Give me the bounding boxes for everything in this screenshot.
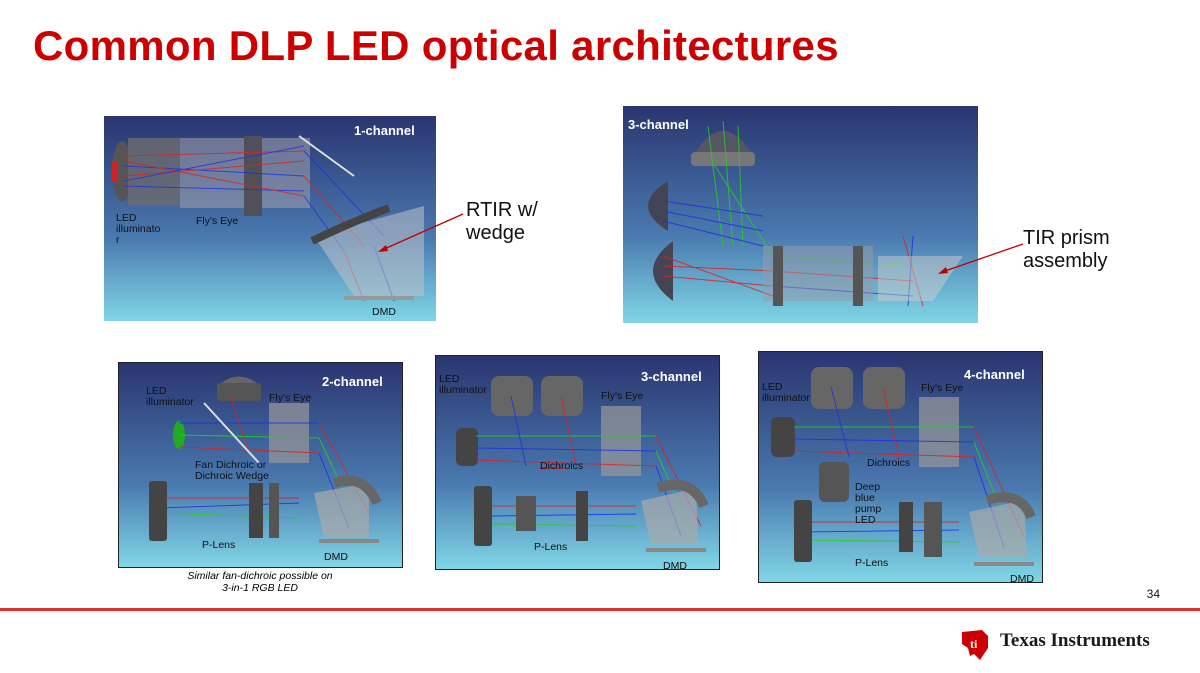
flys-eye-label: Fly's Eye [269,392,312,404]
svg-text:ti: ti [970,637,978,651]
channel-label: 3-channel [628,117,689,132]
channel-label: 4-channel [964,367,1025,382]
diagram-2-channel-drawing [119,363,402,567]
channel-label: 1-channel [354,123,415,138]
dmd-label: DMD [1010,573,1034,583]
diagram-3-channel-bottom-drawing [436,356,719,569]
led-label: LED illuminator [762,381,810,404]
diagram-4-channel: 4-channel LED illuminator Fly's Eye Dich… [758,351,1043,583]
plens-label: P-Lens [202,539,236,551]
diagram-3-channel-top: 3-channel [623,106,978,323]
brand-name: Texas Instruments [1000,630,1150,651]
tir-callout: TIR prism assembly [1023,227,1110,272]
diagram-2-channel: 2-channel LED illuminator Fly's Eye Fan … [118,362,403,568]
dmd-label: DMD [324,551,348,563]
tir-arrow [938,243,1024,274]
dichroics-label: Dichroics [540,460,584,472]
rtir-arrow [378,213,464,252]
slide-title: Common DLP LED optical architectures [33,22,839,69]
fan-dichroic-caption: Similar fan-dichroic possible on 3-in-1 … [187,570,333,594]
diagram-1-channel-drawing [104,116,436,321]
flys-eye-label: Fly's Eye [601,390,644,402]
diagram-4-channel-drawing [759,352,1042,582]
plens-label: P-Lens [534,541,568,553]
diagram-3-channel-top-drawing [623,106,978,323]
footer-divider [0,608,1200,611]
dichroics-label: Dichroics [867,457,911,469]
led-label: LED illuminato r [116,212,161,246]
channel-label: 2-channel [322,374,383,389]
flys-eye-label: Fly's Eye [196,215,239,227]
rtir-callout: RTIR w/ wedge [466,199,538,244]
dmd-label: DMD [372,306,396,318]
diagram-1-channel: 1-channel LED illuminato r Fly's Eye DMD [104,116,436,321]
led-label: LED illuminator [439,373,487,396]
diagram-3-channel-bottom: 3-channel LED illuminator Fly's Eye Dich… [435,355,720,570]
page-number: 34 [1146,587,1160,601]
flys-eye-label: Fly's Eye [921,382,964,394]
ti-logo-icon: ti [962,630,988,660]
plens-label: P-Lens [855,557,889,569]
deep-blue-label: Deep blue pump LED [855,481,882,526]
led-label: LED illuminator [146,385,194,408]
dmd-label: DMD [663,560,687,570]
dichroic-label: Fan Dichroic or Dichroic Wedge [195,459,269,482]
channel-label: 3-channel [641,369,702,384]
